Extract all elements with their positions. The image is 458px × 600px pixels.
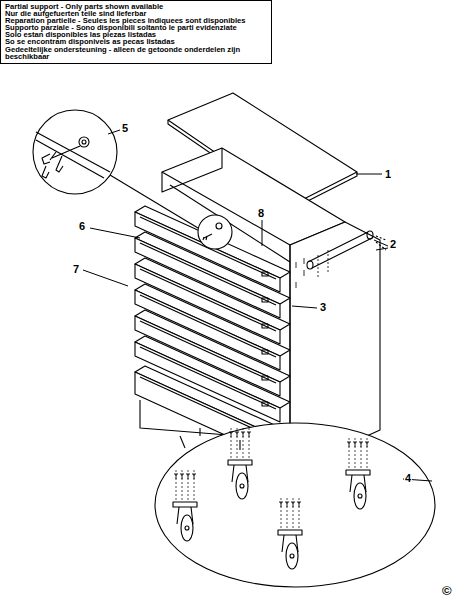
drawer-slide bbox=[262, 350, 268, 354]
lock-closeup bbox=[36, 132, 110, 178]
callout-number: 5 bbox=[121, 122, 129, 134]
drawer-slide bbox=[262, 298, 268, 302]
caster-link bbox=[180, 436, 185, 448]
caster bbox=[346, 438, 370, 509]
lock-cylinder bbox=[216, 223, 222, 229]
callout-number: 8 bbox=[257, 207, 265, 219]
notice-line: Gedeeltelijke ondersteuning - alleen de … bbox=[5, 46, 267, 60]
callout-number: 1 bbox=[384, 168, 392, 180]
callout-number: 2 bbox=[389, 238, 397, 250]
side-panel-slots bbox=[296, 258, 304, 288]
base-post bbox=[199, 428, 200, 436]
notice-line: Reparation partielle - Seules les pieces… bbox=[5, 17, 267, 24]
copyright-mark: © bbox=[441, 585, 453, 597]
side-panel bbox=[290, 222, 380, 455]
notice-line: Partial support - Only parts shown avail… bbox=[5, 3, 267, 10]
notice-line: Supporto parziale - Sono disponibili sol… bbox=[5, 24, 267, 31]
notice-line: Solo estan disponibles las piezas listad… bbox=[5, 31, 267, 38]
caster-magnifier bbox=[155, 423, 435, 587]
casters bbox=[173, 428, 370, 569]
magnifier-link bbox=[110, 175, 198, 228]
callout-number: 3 bbox=[319, 301, 327, 313]
drawer-slide bbox=[262, 376, 268, 380]
drawers bbox=[135, 206, 290, 460]
notice-box: Partial support - Only parts shown avail… bbox=[0, 0, 272, 64]
leader-lines bbox=[83, 130, 432, 481]
callout-number: 7 bbox=[72, 263, 80, 275]
caster bbox=[173, 470, 197, 541]
callout-number: 6 bbox=[78, 220, 86, 232]
caster bbox=[278, 498, 302, 569]
side-handle bbox=[307, 231, 386, 269]
lock-detail-ring bbox=[198, 215, 232, 249]
lock-magnifier bbox=[33, 110, 117, 194]
notice-line: So se encontram disponiveis as pecas lis… bbox=[5, 38, 267, 45]
caster-link bbox=[239, 440, 240, 450]
drawer-slide bbox=[262, 402, 268, 406]
lock-key bbox=[203, 234, 212, 240]
drawer-slide bbox=[262, 272, 268, 276]
caster bbox=[228, 428, 252, 499]
side-panel-edge bbox=[289, 245, 290, 440]
drawer-slide bbox=[262, 324, 268, 328]
callout-number: 4 bbox=[404, 472, 412, 484]
notice-line: Nur die aufgefuerten teile sind lieferba… bbox=[5, 10, 267, 17]
